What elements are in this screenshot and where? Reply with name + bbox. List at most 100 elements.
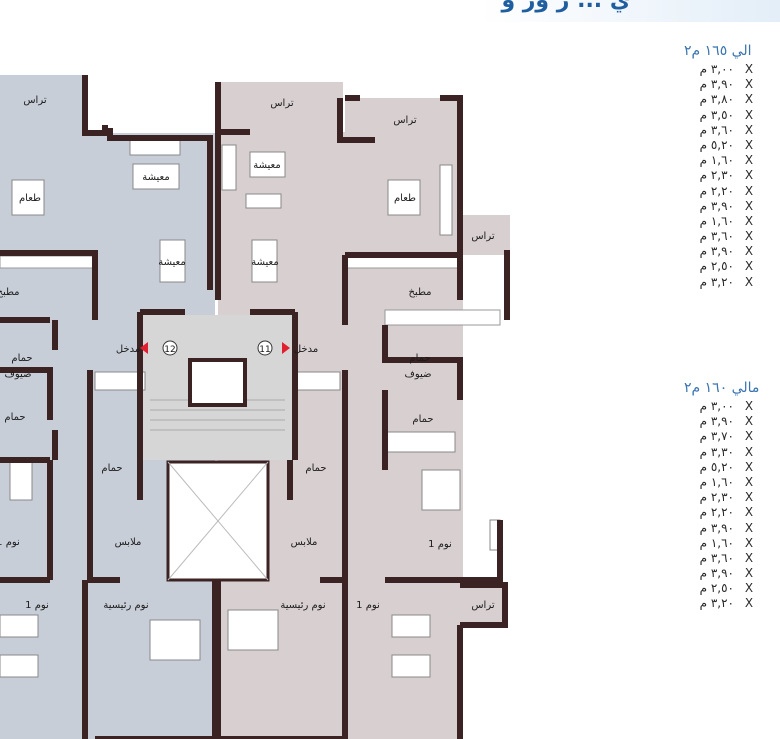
times-sign: X [744, 550, 754, 565]
room-label-master-bedroom: نوم رئيسية [280, 600, 325, 611]
dimension-cut [764, 138, 774, 153]
dimension-cut [764, 414, 774, 429]
times-sign: X [744, 490, 754, 505]
times-sign: X [744, 183, 754, 198]
dimension-value: ٣,٨٠ م [699, 92, 734, 107]
entrance-arrow-12 [140, 342, 148, 354]
room-label-bedroom: نوم 1 [356, 600, 380, 611]
unit-number: 11 [259, 345, 270, 355]
furniture [0, 139, 501, 678]
room-label-bedroom: نوم 1 [25, 600, 49, 611]
dimension-value: ٢,٥٠ م [699, 581, 734, 596]
dimension-value: ٣,٩٠ م [699, 520, 734, 535]
dimension-cut [764, 399, 774, 414]
dimension-cut [764, 429, 774, 444]
dimension-value: ٢,٣٠ م [699, 490, 734, 505]
room-label-living: معيشة [251, 257, 278, 268]
room-label-terrace: تراس [23, 95, 47, 106]
unit-number: 12 [164, 345, 175, 355]
times-sign: X [744, 505, 754, 520]
times-sign: X [744, 107, 754, 122]
dimension-value: ٢,٢٠ م [699, 183, 734, 198]
dimension-value: ٣,٧٠ م [699, 429, 734, 444]
dimension-cut [764, 259, 774, 274]
dimension-cut [764, 229, 774, 244]
times-sign: X [744, 137, 754, 152]
times-sign: X [744, 399, 754, 413]
dimension-value: ٢,٣٠ م [699, 168, 734, 183]
times-sign: X [744, 581, 754, 596]
dimension-cut [764, 596, 774, 611]
spec-row: ٢,٣٠ م X [684, 490, 780, 505]
unit-number-badge [162, 340, 178, 356]
dimension-value: ٢,٥٠ م [699, 259, 734, 274]
dimension-value: ٣,٣٠ م [699, 444, 734, 459]
spec-row: ٣,٢٠ م X [684, 596, 780, 611]
room-label-living: معيشة [142, 172, 169, 183]
dimension-value: ٣,٦٠ م [699, 550, 734, 565]
dimension-value: ٣,٢٠ م [699, 596, 734, 611]
floor-plan: تراس تراس تراس تراس تراس معيشة معيشة معي… [0, 75, 510, 739]
dimension-value: ٥,٢٠ م [699, 137, 734, 152]
times-sign: X [744, 153, 754, 168]
light-well [166, 460, 270, 582]
spec-header: الي ١٦٥ م٢ [684, 43, 752, 59]
dimension-value: ٣,٩٠ م [699, 198, 734, 213]
dimension-cut [764, 551, 774, 566]
spec-row: ٣,٨٠ م X [684, 92, 780, 107]
dimension-cut [764, 184, 774, 199]
entrance-arrow-11 [282, 342, 290, 354]
times-sign: X [744, 459, 754, 474]
dimension-cut [764, 108, 774, 123]
unit-number-badge [257, 340, 273, 356]
dimension-cut [764, 566, 774, 581]
times-sign: X [744, 92, 754, 107]
dimension-value: ٣,٩٠ م [699, 244, 734, 259]
times-sign: X [744, 274, 754, 289]
dimension-cut [764, 460, 774, 475]
dimension-value: ٣,٩٠ م [699, 566, 734, 581]
spec-row: ٣,٣٠ م X [684, 445, 780, 460]
title-band: ي ... ر ور و [480, 0, 780, 22]
dimension-cut [764, 445, 774, 460]
dimension-value: ٣,٩٠ م [699, 77, 734, 92]
dimension-value: ٣,٦٠ م [699, 229, 734, 244]
kitchen-counter [0, 255, 96, 269]
times-sign: X [744, 444, 754, 459]
times-sign: X [744, 168, 754, 183]
dimension-cut [764, 168, 774, 183]
dimension-cut [764, 199, 774, 214]
room-label-bedroom: نوم 1 [0, 537, 20, 548]
room-label-bath: حمام [305, 463, 326, 474]
times-sign: X [744, 429, 754, 444]
dimension-value: ١,٦٠ م [699, 213, 734, 228]
room-label-dining: طعام [19, 193, 41, 204]
dimension-cut [764, 521, 774, 536]
kitchen-counter [384, 309, 501, 326]
room-label-closet: ملابس [291, 537, 318, 548]
room-label-terrace: تراس [471, 231, 495, 242]
room-label-master-bedroom: نوم رئيسية [103, 600, 148, 611]
room-label-kitchen: مطبخ [408, 287, 431, 298]
walls [0, 75, 510, 739]
times-sign: X [744, 596, 754, 611]
room-label-dining: طعام [394, 193, 416, 204]
dimension-cut [764, 153, 774, 168]
dimension-value: ٣,٩٠ م [699, 414, 734, 429]
dimension-cut [764, 505, 774, 520]
entrance-label: مدخل [294, 344, 318, 355]
times-sign: X [744, 244, 754, 259]
